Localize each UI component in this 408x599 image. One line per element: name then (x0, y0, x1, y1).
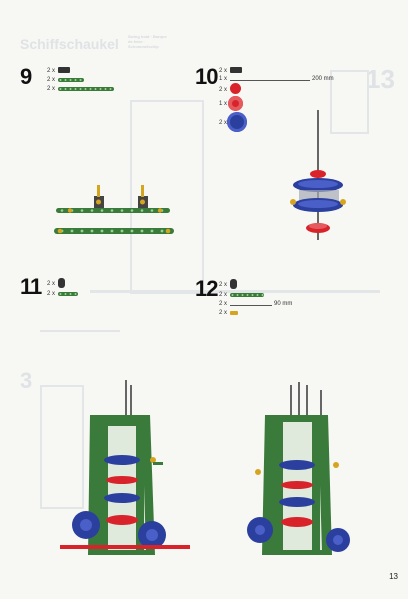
step-11-qty-2: 2 x (47, 291, 56, 297)
blue-wheel-icon (227, 112, 247, 132)
step-10-number: 10 (195, 64, 219, 89)
step-12-qty-3: 2 x (219, 301, 228, 307)
rod-length-label: 90 mm (274, 301, 293, 307)
angle-bracket-icon (58, 67, 70, 73)
red-wheel-icon (228, 96, 243, 111)
ghost-subtitle: Swing boat · Barque de foire · Schommels… (128, 34, 167, 49)
axle-rod-icon (230, 80, 310, 81)
step-10-qty-5: 2 x (219, 120, 228, 126)
yellow-collar-icon (230, 311, 238, 315)
page-number: 13 (389, 572, 398, 581)
step-10-assembly (290, 110, 346, 240)
step-9-lower-strip (54, 228, 174, 234)
axle-rod-icon (230, 305, 272, 306)
step-12-qty-4: 2 x (219, 310, 228, 316)
step-10-qty-4: 1 x (219, 101, 228, 107)
green-strip-icon (230, 293, 264, 297)
step-11-qty-1: 2 x (47, 281, 56, 287)
step-10-qty-2: 1 x (219, 76, 228, 82)
red-collar-icon (230, 83, 241, 94)
green-strip-icon (58, 78, 84, 82)
step-10-qty-3: 2 x (219, 87, 228, 93)
angle-bracket-icon (230, 67, 242, 73)
ghost-frame-bar (90, 290, 380, 293)
step-9-qty-2: 2 x (47, 77, 56, 83)
ghost-tower-outline (130, 100, 204, 294)
rod-length-label: 200 mm (312, 76, 334, 82)
green-strip-icon (58, 292, 78, 296)
step-12-number: 12 (195, 276, 219, 301)
step-11-number: 11 (20, 274, 42, 299)
ghost-frame-bar (40, 330, 120, 332)
ghost-title: Schiffschaukel (20, 36, 119, 52)
flat-bracket-icon (230, 279, 237, 289)
flat-bracket-icon (58, 278, 65, 288)
step-12-tower-assembly (247, 382, 350, 555)
green-strip-icon (58, 87, 114, 91)
step-12-qty-2: 2 x (219, 292, 228, 298)
step-9-qty-3: 2 x (47, 86, 56, 92)
step-9-qty-1: 2 x (47, 68, 56, 74)
ghost-panel (330, 70, 369, 134)
step-9-assembly (54, 185, 174, 234)
step-10-qty-1: 2 x (219, 68, 228, 74)
step-9-number: 9 (20, 64, 32, 89)
ghost-panel (40, 385, 84, 509)
ghost-step-label: 3 (20, 368, 33, 393)
step-11-tower-assembly (60, 380, 190, 555)
ghost-page-label: 13 (366, 64, 395, 94)
step-12-qty-1: 2 x (219, 282, 228, 288)
step-9-upper-strip (56, 185, 170, 213)
